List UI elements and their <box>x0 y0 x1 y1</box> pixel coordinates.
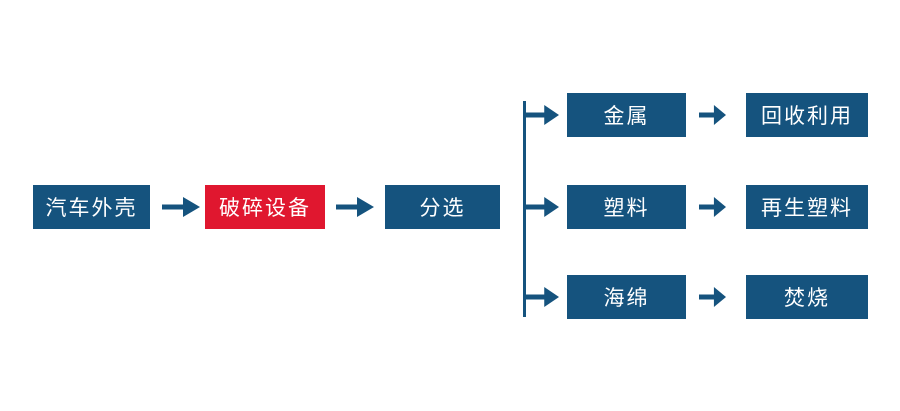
node-car-shell: 汽车外壳 <box>33 185 150 229</box>
node-crushing-equipment: 破碎设备 <box>205 185 325 229</box>
arrow-right-icon <box>699 103 726 127</box>
node-plastic: 塑料 <box>567 185 686 229</box>
arrow-right-icon <box>699 195 726 219</box>
arrow-right-icon <box>526 103 559 127</box>
arrow-right-icon <box>526 195 559 219</box>
arrow-right-icon <box>526 285 559 309</box>
node-sorting: 分选 <box>385 185 500 229</box>
node-sponge: 海绵 <box>567 275 686 319</box>
arrow-right-icon <box>699 285 726 309</box>
node-recycled-plastic: 再生塑料 <box>746 185 868 229</box>
arrow-right-icon <box>336 195 374 219</box>
node-recycling: 回收利用 <box>746 93 868 137</box>
branch-connector-line <box>523 101 526 317</box>
node-metal: 金属 <box>567 93 686 137</box>
node-incineration: 焚烧 <box>746 275 868 319</box>
arrow-right-icon <box>162 195 200 219</box>
